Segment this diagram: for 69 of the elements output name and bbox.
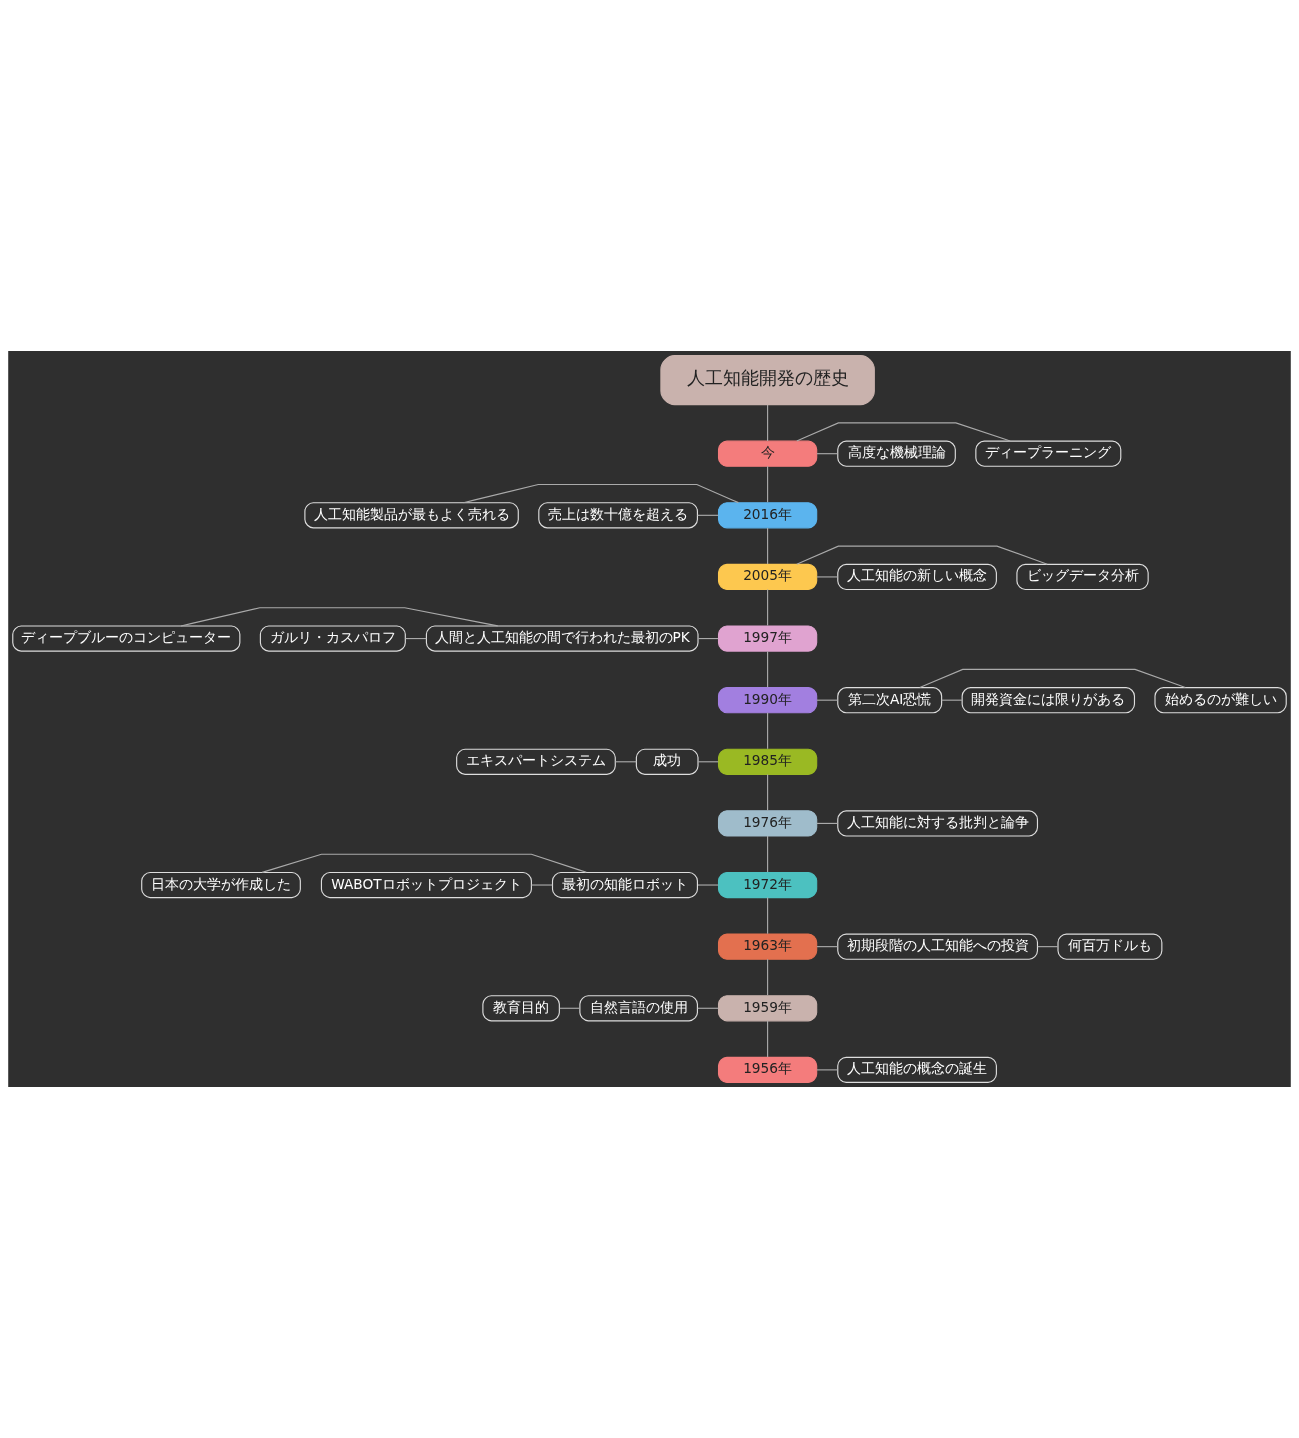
node-box: 人工知能の新しい概念 — [837, 563, 997, 591]
node-box: 2016年 — [717, 502, 818, 529]
node-box: 始めるのが難しい — [1154, 687, 1287, 714]
connector — [530, 884, 553, 886]
connector — [767, 650, 769, 688]
node-box: 自然言語の使用 — [579, 995, 698, 1022]
node-box: 1985年 — [717, 748, 818, 775]
node-box: ビッグデータ分析 — [1016, 563, 1149, 591]
connector — [767, 1020, 769, 1058]
node-box: 2005年 — [717, 563, 818, 591]
connector — [696, 514, 719, 516]
connector — [816, 453, 839, 455]
connector — [816, 946, 839, 948]
node-box: 人工知能の概念の誕生 — [837, 1056, 997, 1083]
node-box: 1972年 — [717, 871, 818, 899]
connector — [767, 835, 769, 873]
node-box: 1959年 — [717, 995, 818, 1022]
connector — [816, 576, 839, 578]
node-box: 初期段階の人工知能への投資 — [837, 933, 1039, 960]
node-box: 開発資金には限りがある — [961, 687, 1136, 714]
connector — [559, 1007, 580, 1009]
node-box: 教育目的 — [482, 995, 560, 1022]
connector — [767, 712, 769, 750]
node-box: 1956年 — [717, 1056, 818, 1083]
node-box: 1976年 — [717, 810, 818, 837]
connector — [767, 404, 769, 442]
connector — [767, 773, 769, 812]
node-box: 人間と人工知能の間で行われた最初のPK — [425, 625, 699, 652]
connector — [767, 958, 769, 996]
node-box: ディープラーニング — [975, 440, 1122, 467]
connector — [796, 422, 1011, 442]
node-box: 人工知能製品が最もよく売れる — [304, 502, 519, 529]
connector — [767, 527, 769, 565]
node-box: 高度な機械理論 — [837, 440, 956, 467]
node-box: エキスパートシステム — [456, 748, 616, 775]
connector — [816, 699, 839, 701]
connector — [816, 1069, 839, 1071]
connector — [261, 853, 587, 873]
node-box: ディープブルーのコンピューター — [12, 625, 241, 652]
node-box: 1963年 — [717, 933, 818, 960]
node-box: 1997年 — [717, 625, 818, 652]
node-box: 人工知能に対する批判と論争 — [837, 810, 1039, 837]
connector — [767, 588, 769, 627]
node-box: 何百万ドルも — [1057, 933, 1163, 960]
connector — [614, 761, 637, 763]
connector — [919, 668, 1186, 689]
node-box: 成功 — [635, 748, 699, 775]
connector — [767, 465, 769, 503]
connector — [941, 699, 963, 701]
connector — [180, 607, 499, 627]
node-box: 最初の知能ロボット — [551, 871, 698, 899]
node-box: ガルリ・カスパロフ — [259, 625, 406, 652]
node-box: 売上は数十億を超える — [538, 502, 698, 529]
connector — [462, 483, 739, 504]
connector — [796, 545, 1048, 565]
node-box: 人工知能開発の歴史 — [660, 355, 875, 406]
connector — [405, 637, 427, 640]
connector — [767, 897, 769, 935]
connector — [697, 637, 719, 640]
connector — [1037, 946, 1059, 948]
connector — [697, 761, 719, 763]
node-box: 第二次AI恐慌 — [837, 687, 943, 714]
connector — [816, 822, 839, 824]
node-box: WABOTロボットプロジェクト — [320, 871, 532, 899]
node-box: 1990年 — [717, 687, 818, 714]
node-box: 今 — [717, 440, 818, 467]
connector — [697, 1007, 720, 1009]
connector — [697, 884, 719, 886]
node-box: 日本の大学が作成した — [141, 871, 301, 899]
